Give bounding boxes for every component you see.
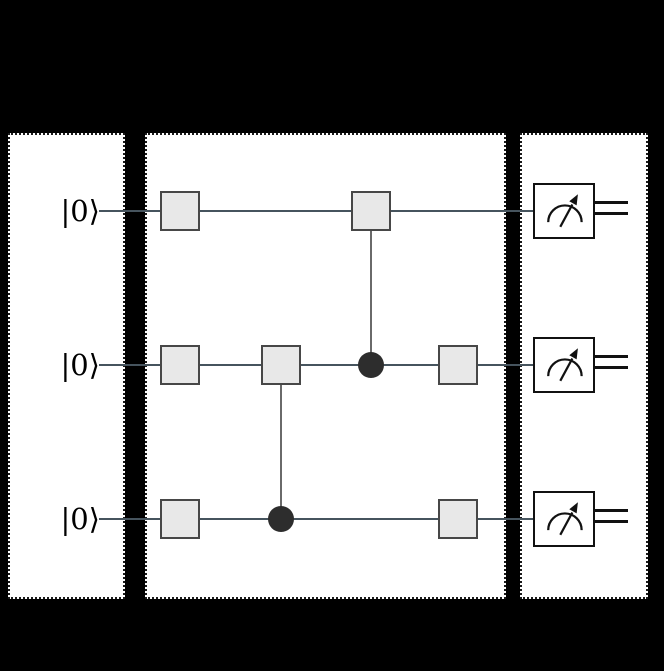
measurement-box-0: [533, 183, 595, 239]
control-connector-q0-q1: [370, 231, 372, 365]
gate-box: [160, 499, 200, 539]
gate-box: [160, 191, 200, 231]
measurement-box-2: [533, 491, 595, 547]
classical-wire: [595, 366, 628, 369]
gate-box: [438, 345, 478, 385]
qubit-label-1: |0⟩: [60, 348, 100, 382]
controlled-gate-target-box: [351, 191, 391, 231]
control-dot: [268, 506, 294, 532]
qubit-label-2: |0⟩: [60, 502, 100, 536]
qubit-wire-1: [99, 364, 535, 366]
control-connector-q1-q2: [280, 385, 282, 519]
classical-wire: [595, 212, 628, 215]
controlled-gate-target-box: [261, 345, 301, 385]
qubit-label-0: |0⟩: [60, 194, 100, 228]
meter-icon: [547, 348, 583, 382]
measurement-box-1: [533, 337, 595, 393]
gate-box: [160, 345, 200, 385]
gate-box: [438, 499, 478, 539]
meter-icon: [547, 194, 583, 228]
qubit-wire-2: [99, 518, 535, 520]
control-dot: [358, 352, 384, 378]
classical-wire: [595, 509, 628, 512]
classical-wire: [595, 201, 628, 204]
classical-wire: [595, 355, 628, 358]
classical-wire: [595, 520, 628, 523]
qubit-wire-0: [99, 210, 535, 212]
meter-icon: [547, 502, 583, 536]
